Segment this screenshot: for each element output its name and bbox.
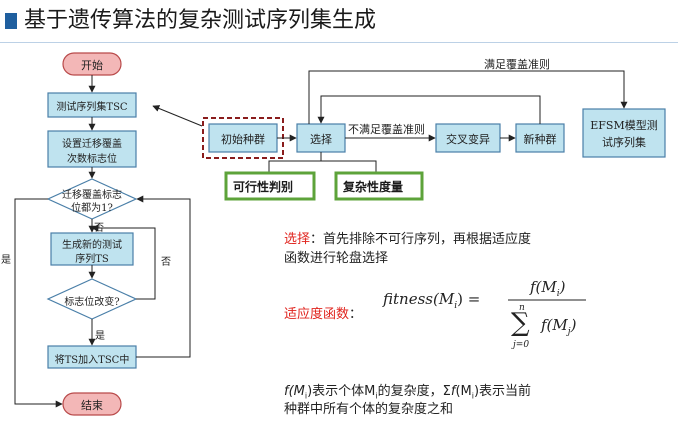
crossover-box — [435, 123, 501, 153]
yes-left-label: 是 — [1, 255, 11, 266]
sigma-symbol: ∑ — [511, 308, 530, 338]
formula-numerator: f(Mi) — [530, 278, 566, 299]
title-bar: 基于遗传算法的复杂测试序列集生成 — [0, 0, 678, 46]
formula-lhs: fitness(Mi) = — [383, 290, 481, 311]
select-label: 选择 — [310, 133, 332, 146]
select-explanation-line1: 选择：首先排除不可行序列，再根据适应度 — [284, 228, 531, 247]
no-right-label: 否 — [161, 257, 171, 268]
feasibility-label: 可行性判别 — [233, 180, 294, 194]
set-flag-box — [47, 130, 137, 168]
satisfy-label: 满足覆盖准则 — [484, 58, 550, 71]
formula-denominator: f(Mj) — [541, 316, 577, 337]
page-title: 基于遗传算法的复杂测试序列集生成 — [24, 8, 377, 33]
arrow-init-to-flowchart — [152, 105, 203, 127]
gen-ts-box — [50, 232, 134, 266]
set-flag-label-line1: 设置迁移覆盖 — [62, 139, 122, 150]
yes-bottom-label: 是 — [95, 331, 105, 342]
flag-changed-label: 标志位改变? — [64, 297, 120, 308]
init-box — [208, 123, 278, 153]
gen-ts-label-line2: 序列TS — [75, 254, 109, 265]
tsc-label: 测试序列集TSC — [56, 102, 128, 113]
select-to-complexity-bracket — [321, 160, 377, 173]
select-to-criteria-bracket — [268, 152, 322, 173]
no-top-label: 否 — [94, 223, 104, 234]
fitness-colon: ： — [349, 307, 363, 322]
select-term: 选择 — [284, 232, 311, 247]
init-label: 初始种群 — [221, 133, 265, 146]
note-line1: f(Mi)表示个体Mi的复杂度，Σf(Mi)表示当前 — [284, 384, 532, 401]
title-bullet-icon — [5, 13, 17, 29]
end-label: 结束 — [81, 399, 103, 412]
note-line2: 种群中所有个体的复杂度之和 — [284, 402, 454, 417]
arrow-flagchanged-no — [91, 224, 156, 300]
title-divider — [0, 42, 678, 43]
add-ts-label: 将TS加入TSC中 — [54, 355, 130, 366]
new-pop-label: 新种群 — [523, 133, 557, 146]
feasibility-tag — [224, 171, 316, 201]
complexity-tag — [334, 171, 424, 201]
sum-upper: n — [519, 303, 525, 313]
sum-lower: j=0 — [513, 340, 530, 350]
arrow-newpop-loop — [317, 95, 541, 124]
fitness-term-line: 适应度函数： — [284, 303, 362, 322]
end-terminal — [62, 392, 122, 416]
complexity-label: 复杂性度量 — [343, 180, 404, 194]
efsm-label-line1: EFSM模型测 — [590, 119, 658, 132]
efsm-label-line2: 试序列集 — [602, 136, 646, 149]
not-satisfy-label: 不满足覆盖准则 — [348, 123, 425, 136]
all-one-label-line2: 位都为1? — [71, 203, 113, 214]
crossover-label: 交叉变异 — [446, 133, 490, 146]
tsc-box — [47, 92, 137, 118]
select-desc-1: ：首先排除不可行序列，再根据适应度 — [310, 232, 532, 247]
set-flag-label-line2: 次数标志位 — [67, 154, 117, 165]
start-label: 开始 — [81, 59, 103, 72]
select-explanation-line2: 函数进行轮盘选择 — [284, 251, 389, 266]
all-one-label-line1: 迁移覆盖标志 — [62, 190, 122, 201]
new-pop-box — [515, 123, 565, 153]
fitness-term: 适应度函数 — [284, 307, 350, 322]
arrow-decision-yes — [14, 198, 63, 408]
arrow-add-loop — [136, 195, 191, 358]
efsm-box — [582, 108, 666, 158]
select-box — [296, 123, 346, 153]
arrow-select-efsm — [308, 70, 628, 124]
gen-ts-label-line1: 生成新的测试 — [62, 240, 122, 251]
